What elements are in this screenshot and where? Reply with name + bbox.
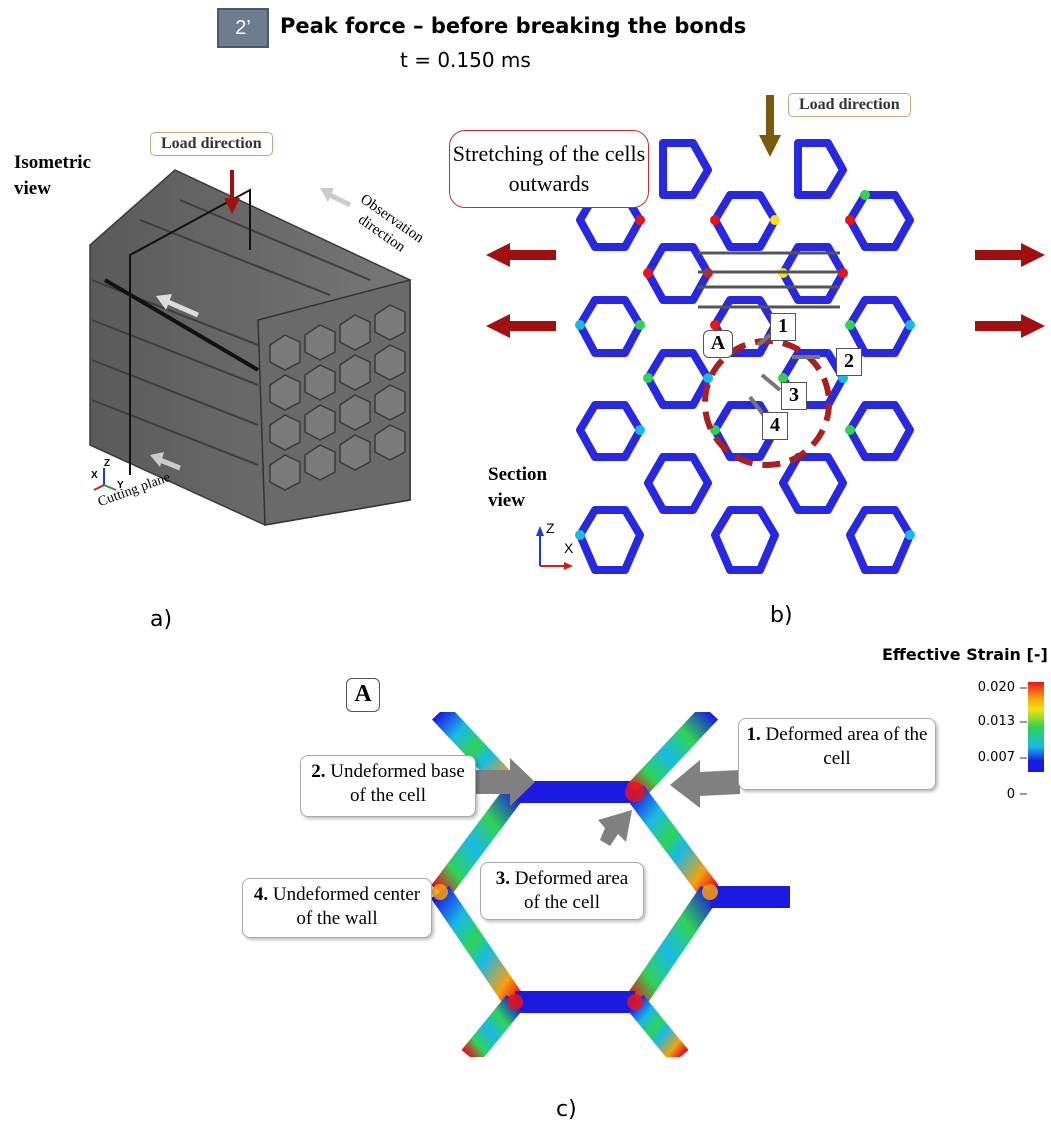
legend-tick-0: 0.020 bbox=[977, 680, 1015, 695]
legend-tick-3: 0 bbox=[1006, 787, 1015, 802]
load-direction-label-a: Load direction bbox=[150, 132, 273, 156]
legend-colorbar bbox=[1028, 682, 1044, 772]
marker-1: 1 bbox=[770, 313, 796, 341]
load-arrow-icon bbox=[759, 95, 781, 157]
axis-y-label-a: Y bbox=[117, 480, 124, 491]
axis-z-label-a: Z bbox=[104, 458, 111, 469]
callout-2: 2. Undeformed base of the cell bbox=[300, 755, 476, 817]
isometric-view-label: Isometric view bbox=[14, 152, 92, 199]
callout-2-num: 2. bbox=[311, 761, 326, 782]
callout-4-text: Undeformed center of the wall bbox=[272, 884, 421, 929]
isometric-honeycomb-illustration bbox=[89, 169, 411, 526]
detail-marker-c: A bbox=[346, 678, 380, 712]
axis-triad-icon bbox=[93, 468, 117, 491]
figure-title: Peak force – before breaking the bonds bbox=[280, 14, 747, 38]
marker-2: 2 bbox=[836, 348, 862, 376]
time-label: t = 0.150 ms bbox=[400, 48, 531, 72]
panel-c-label: c) bbox=[556, 1097, 577, 1122]
load-direction-label-b: Load direction bbox=[788, 93, 911, 117]
callout-3: 3. Deformed area of the cell bbox=[480, 862, 644, 920]
front-cells bbox=[269, 304, 406, 491]
step-badge: 2’ bbox=[217, 8, 269, 48]
callout-3-text: Deformed area of the cell bbox=[514, 868, 629, 913]
legend-tick-marks bbox=[1020, 687, 1027, 795]
legend-tick-1: 0.013 bbox=[977, 714, 1015, 729]
outward-arrow-icons bbox=[486, 243, 1045, 338]
callout-4-num: 4. bbox=[253, 884, 269, 905]
callout-1-text: Deformed area of the cell bbox=[765, 724, 928, 769]
section-view-mesh bbox=[486, 95, 1045, 574]
step-badge-text: 2’ bbox=[235, 16, 251, 39]
section-lines bbox=[698, 251, 840, 309]
detail-marker-b: A bbox=[703, 330, 733, 358]
legend-title: Effective Strain [-] bbox=[882, 645, 1048, 664]
panel-a-label: a) bbox=[150, 607, 173, 632]
callout-1: 1. Deformed area of the cell bbox=[738, 718, 936, 790]
stretch-note: Stretching of the cells outwards bbox=[449, 130, 649, 208]
detail-circle bbox=[702, 338, 832, 468]
axis-triad-icon-b bbox=[536, 526, 573, 570]
axis-x-label-b: X bbox=[564, 540, 574, 556]
panel-b-label: b) bbox=[770, 603, 793, 628]
detail-pointer-arrows bbox=[472, 758, 740, 846]
white-arrow-icon bbox=[156, 294, 199, 318]
detail-cell-illustration bbox=[430, 712, 790, 1057]
axis-z-label-b: Z bbox=[546, 520, 555, 536]
callout-4: 4. Undeformed center of the wall bbox=[242, 878, 432, 938]
marker-3: 3 bbox=[781, 382, 807, 410]
section-view-label: Section view bbox=[488, 464, 548, 511]
marker-4: 4 bbox=[762, 412, 788, 440]
callout-3-num: 3. bbox=[495, 868, 511, 889]
callout-1-num: 1. bbox=[746, 724, 761, 745]
axis-x-label-a: X bbox=[91, 470, 98, 481]
legend-tick-2: 0.007 bbox=[977, 750, 1015, 765]
callout-2-text: Undeformed base of the cell bbox=[330, 761, 465, 806]
